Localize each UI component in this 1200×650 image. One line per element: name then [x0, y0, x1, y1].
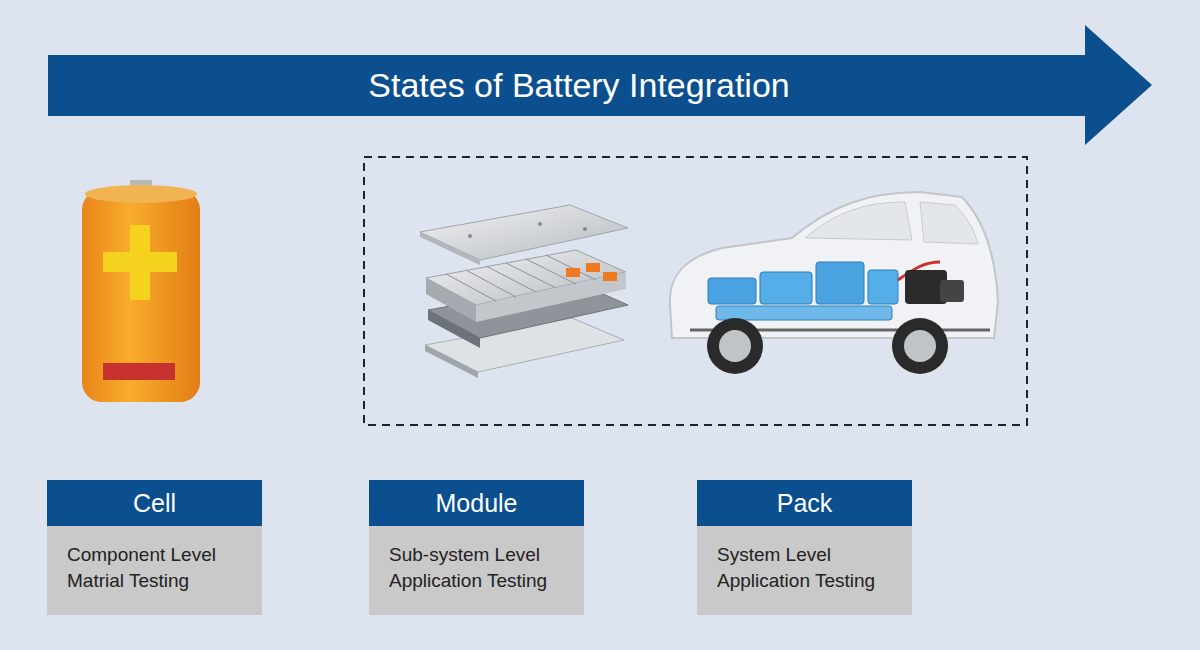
- stage-description: Component Level Matrial Testing: [47, 526, 262, 615]
- stage-header: Pack: [697, 480, 912, 526]
- stage-header: Module: [369, 480, 584, 526]
- module-illustration: [420, 205, 628, 378]
- dashed-frame: [364, 157, 1027, 425]
- banner-arrow: [48, 25, 1152, 145]
- stage-card: CellComponent Level Matrial Testing: [47, 480, 262, 615]
- cell-battery: [82, 180, 200, 402]
- stage-card: ModuleSub-system Level Application Testi…: [369, 480, 584, 615]
- stage-header: Cell: [47, 480, 262, 526]
- stage-description: System Level Application Testing: [697, 526, 912, 615]
- stage-description: Sub-system Level Application Testing: [369, 526, 584, 615]
- banner-title: States of Battery Integration: [48, 55, 1110, 116]
- stage-card: PackSystem Level Application Testing: [697, 480, 912, 615]
- vehicle-pack: [670, 192, 998, 374]
